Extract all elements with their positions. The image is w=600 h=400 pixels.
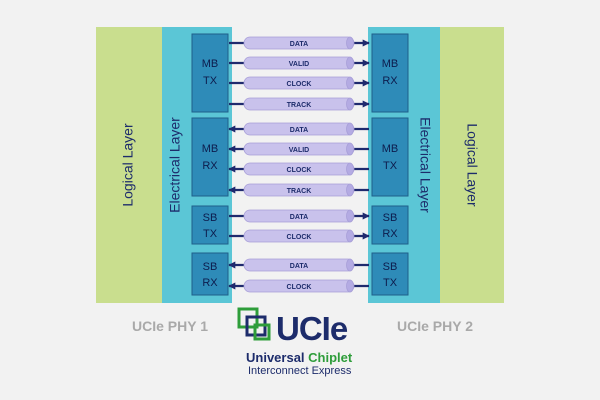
signal-lane bbox=[243, 142, 355, 156]
logo-tagline-universal: Universal bbox=[246, 350, 305, 365]
svg-text:MB: MB bbox=[202, 143, 219, 155]
signal-lane-cap bbox=[346, 142, 354, 156]
ucie-logo: UCIe Universal Chiplet Interconnect Expr… bbox=[236, 302, 376, 382]
signal-label: TRACK bbox=[287, 188, 312, 195]
signal-label: CLOCK bbox=[287, 284, 312, 291]
signal-label: CLOCK bbox=[287, 81, 312, 88]
left-logical-layer-label: Logical Layer bbox=[120, 123, 136, 207]
left-block-mb-rx: MB RX bbox=[191, 117, 229, 197]
signal-lane-cap bbox=[346, 258, 354, 272]
svg-text:MB: MB bbox=[382, 58, 399, 70]
signal-lane bbox=[243, 97, 355, 111]
logo-tagline-chiplet: Chiplet bbox=[308, 350, 353, 365]
svg-text:RX: RX bbox=[202, 277, 218, 289]
signal-lane-cap bbox=[346, 76, 354, 90]
signal-clock-right: CLOCK bbox=[229, 229, 370, 243]
signal-data-left: DATA bbox=[228, 258, 369, 272]
left-electrical-layer-label: Electrical Layer bbox=[167, 117, 183, 213]
signal-lane-cap bbox=[346, 183, 354, 197]
right-block-sb-tx: SB TX bbox=[371, 252, 409, 296]
svg-text:RX: RX bbox=[202, 160, 218, 172]
left-block-sb-tx: SB TX bbox=[191, 205, 229, 245]
signal-label: VALID bbox=[289, 147, 309, 154]
signal-lane-cap bbox=[346, 229, 354, 243]
logo-subtitle: Interconnect Express bbox=[248, 365, 352, 377]
signal-label: DATA bbox=[290, 214, 308, 221]
signal-label: DATA bbox=[290, 263, 308, 270]
signal-track-left: TRACK bbox=[228, 183, 369, 197]
signal-lane bbox=[243, 209, 355, 223]
svg-text:MB: MB bbox=[202, 58, 219, 70]
signal-lane bbox=[243, 162, 355, 176]
signal-lane-cap bbox=[346, 279, 354, 293]
chiplet-squares-icon bbox=[237, 307, 271, 341]
svg-text:TX: TX bbox=[203, 228, 218, 240]
signal-label: VALID bbox=[289, 61, 309, 68]
signal-clock-right: CLOCK bbox=[229, 76, 370, 90]
right-block-mb-rx: MB RX bbox=[371, 33, 409, 113]
logo-wordmark: UCIe bbox=[276, 310, 348, 347]
signal-lane-cap bbox=[346, 36, 354, 50]
svg-text:MB: MB bbox=[382, 143, 399, 155]
signal-clock-left: CLOCK bbox=[228, 162, 369, 176]
signal-data-left: DATA bbox=[228, 122, 369, 136]
svg-text:SB: SB bbox=[383, 261, 398, 273]
right-block-mb-tx: MB TX bbox=[371, 117, 409, 197]
svg-text:SB: SB bbox=[383, 212, 398, 224]
left-block-sb-rx: SB RX bbox=[191, 252, 229, 296]
left-block-mb-tx: MB TX bbox=[191, 33, 229, 113]
signal-lane-cap bbox=[346, 122, 354, 136]
signal-lane-cap bbox=[346, 56, 354, 70]
signal-label: CLOCK bbox=[287, 234, 312, 241]
signal-lane bbox=[243, 76, 355, 90]
left-logical-layer bbox=[96, 27, 162, 303]
signal-label: DATA bbox=[290, 127, 308, 134]
svg-text:RX: RX bbox=[382, 228, 398, 240]
svg-text:TX: TX bbox=[383, 277, 398, 289]
signal-lane bbox=[243, 183, 355, 197]
signal-data-right: DATA bbox=[229, 209, 370, 223]
signal-lane bbox=[243, 258, 355, 272]
signal-lanes: DATA VALID CLOCK TRACK DATA VALID CLOCK TRACK DA… bbox=[228, 36, 370, 293]
right-electrical-layer-label: Electrical Layer bbox=[417, 117, 433, 213]
signal-lane bbox=[243, 229, 355, 243]
signal-lane-cap bbox=[346, 162, 354, 176]
signal-label: TRACK bbox=[287, 102, 312, 109]
svg-text:SB: SB bbox=[203, 212, 218, 224]
signal-lane bbox=[243, 56, 355, 70]
right-block-sb-rx: SB RX bbox=[371, 205, 409, 245]
logo-tagline: Universal Chiplet bbox=[246, 350, 352, 365]
svg-text:RX: RX bbox=[382, 75, 398, 87]
right-logical-layer-label: Logical Layer bbox=[464, 123, 480, 207]
signal-lane bbox=[243, 122, 355, 136]
signal-lane-cap bbox=[346, 97, 354, 111]
right-logical-layer bbox=[440, 27, 504, 303]
signal-label: CLOCK bbox=[287, 167, 312, 174]
left-phy-caption: UCIe PHY 1 bbox=[132, 318, 208, 334]
signal-lane bbox=[243, 36, 355, 50]
signal-valid-left: VALID bbox=[228, 142, 369, 156]
signal-data-right: DATA bbox=[229, 36, 370, 50]
svg-text:TX: TX bbox=[203, 75, 218, 87]
signal-clock-left: CLOCK bbox=[228, 279, 369, 293]
signal-lane-cap bbox=[346, 209, 354, 223]
svg-text:TX: TX bbox=[383, 160, 398, 172]
signal-label: DATA bbox=[290, 41, 308, 48]
svg-text:SB: SB bbox=[203, 261, 218, 273]
signal-lane bbox=[243, 279, 355, 293]
signal-track-right: TRACK bbox=[229, 97, 370, 111]
right-phy-caption: UCIe PHY 2 bbox=[397, 318, 473, 334]
signal-valid-right: VALID bbox=[229, 56, 370, 70]
